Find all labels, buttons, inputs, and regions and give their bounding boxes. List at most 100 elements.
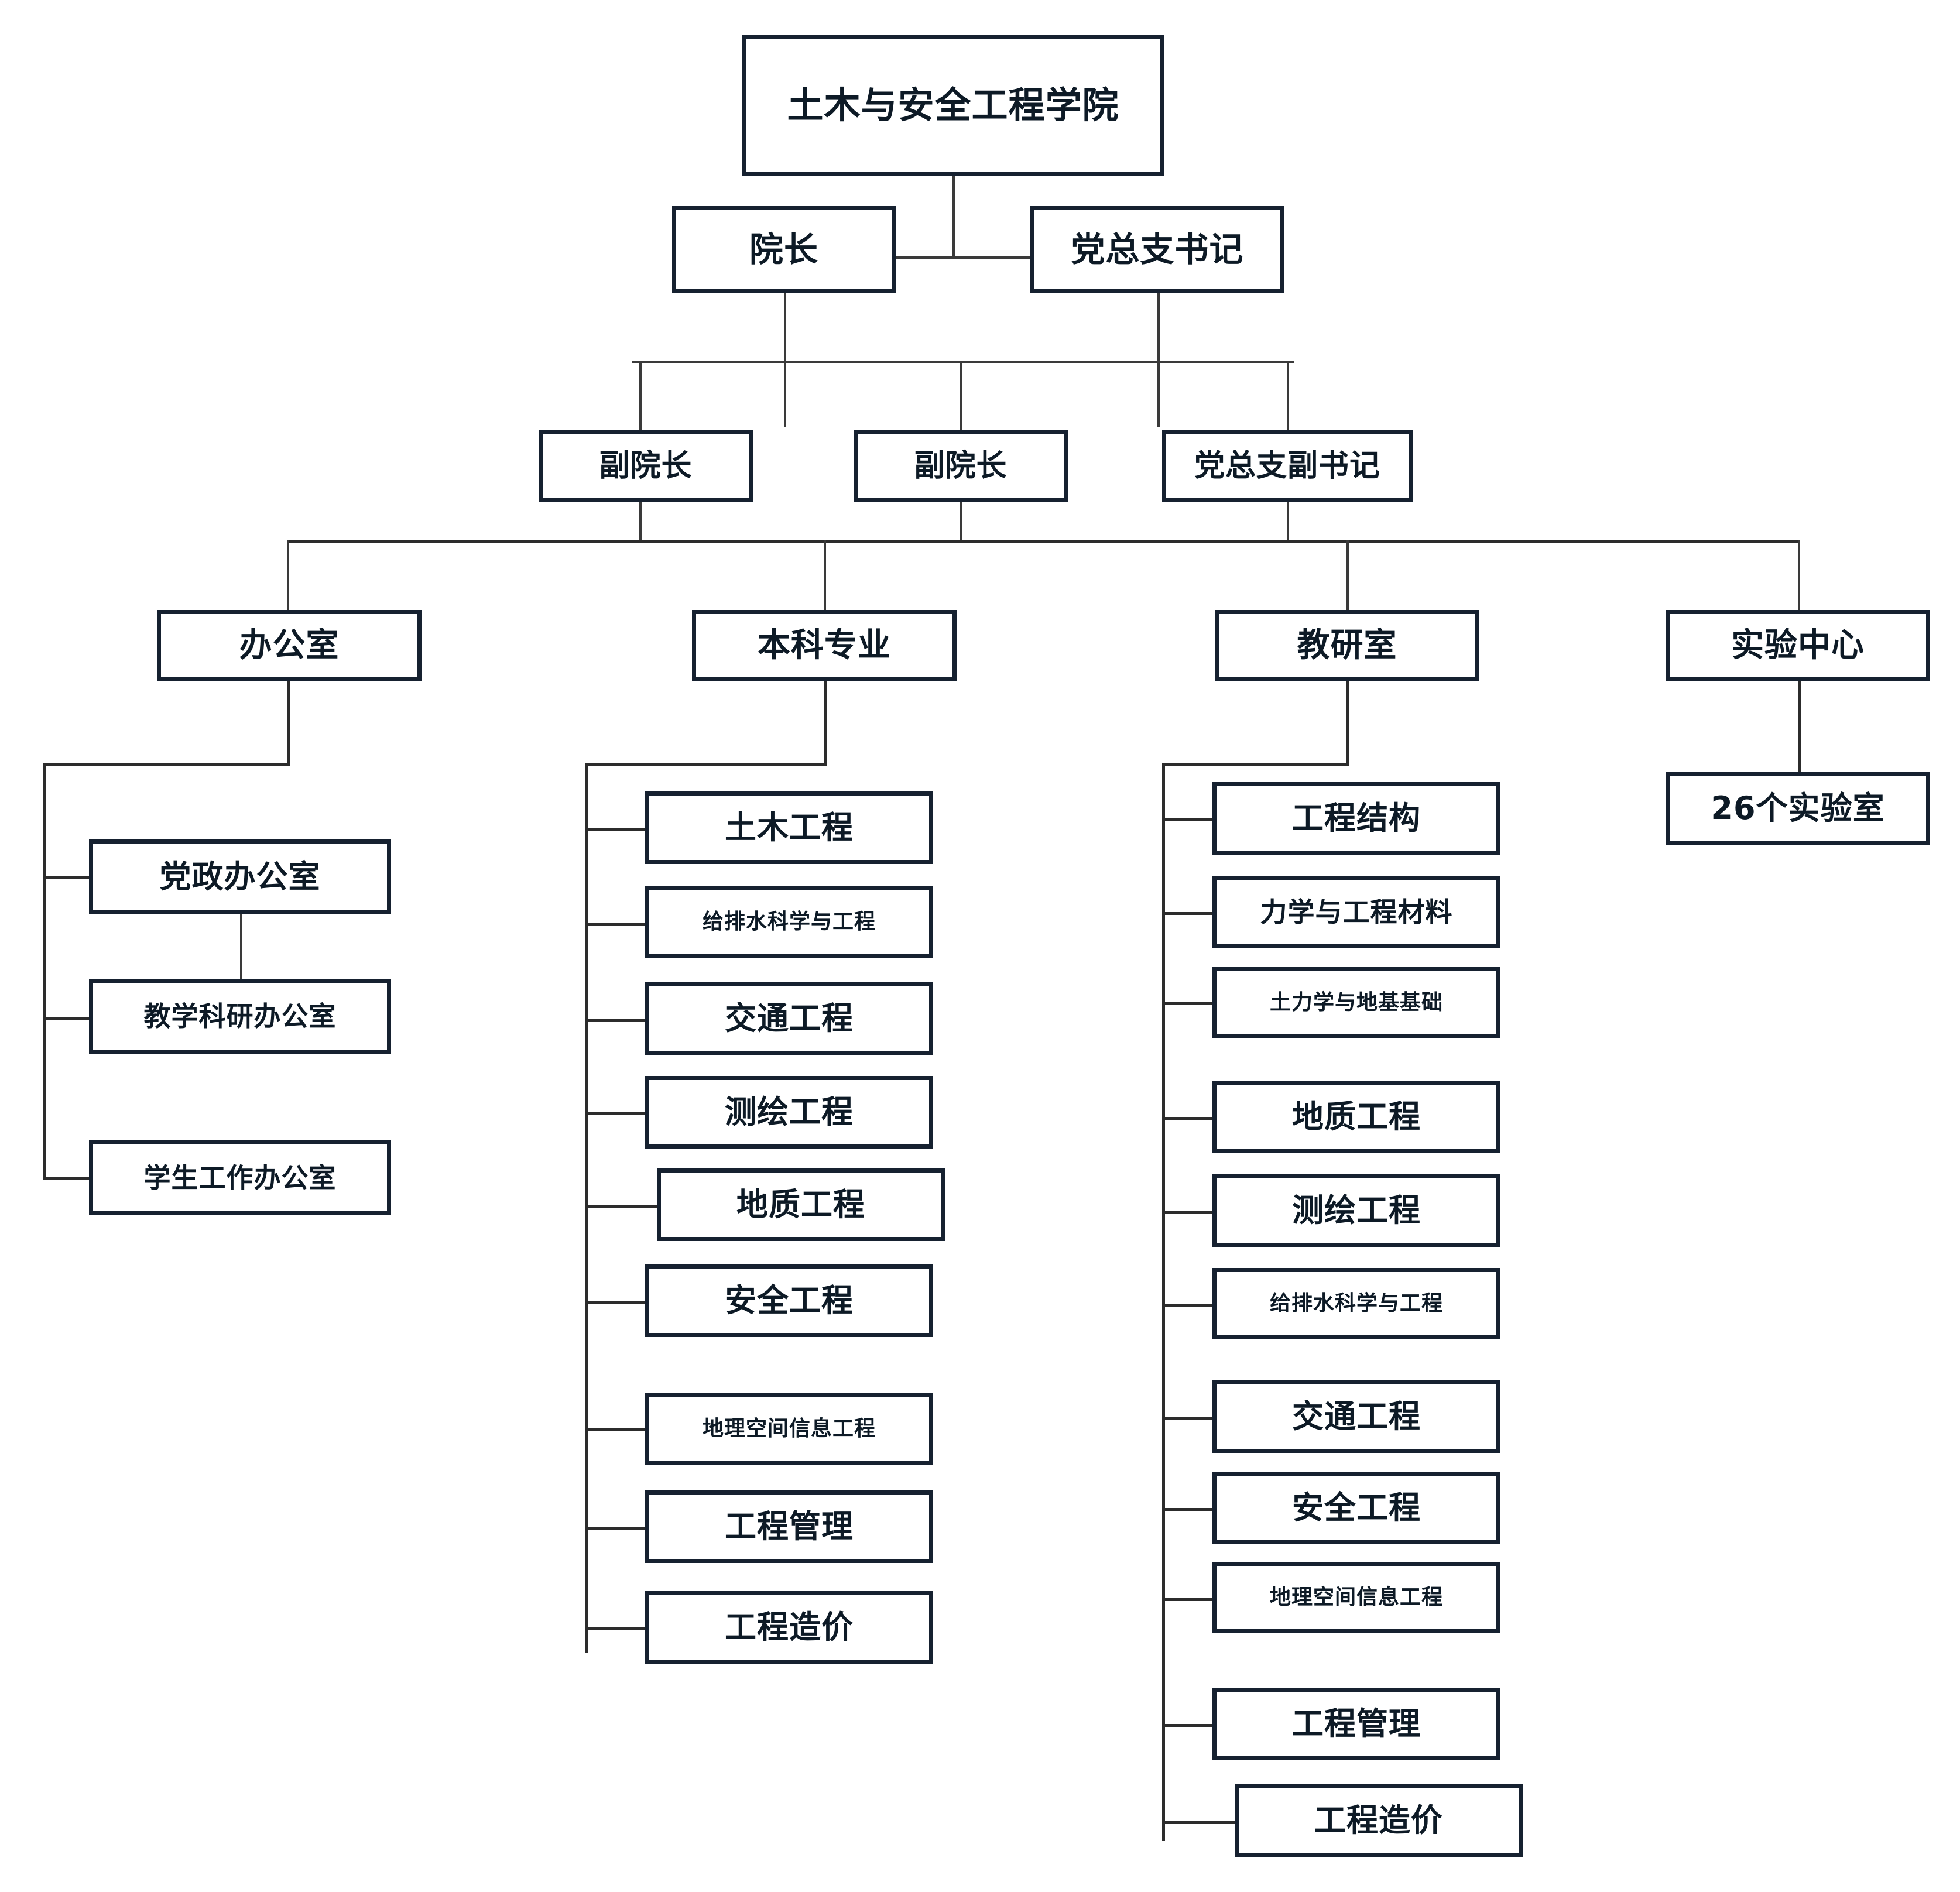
connector-depts-elbow bbox=[1162, 763, 1349, 766]
node-label: 力学与工程材料 bbox=[1260, 896, 1453, 928]
node-major-1[interactable]: 土木工程 bbox=[645, 791, 933, 864]
connector-major-branch-2 bbox=[585, 923, 649, 926]
node-office-child-2[interactable]: 教学科研办公室 bbox=[89, 979, 391, 1054]
connector-major-branch-3 bbox=[585, 1019, 649, 1022]
node-label: 地质工程 bbox=[1292, 1098, 1421, 1135]
node-dept-4[interactable]: 地质工程 bbox=[1212, 1081, 1500, 1153]
connector-office-stem bbox=[287, 681, 290, 765]
node-label: 本科专业 bbox=[758, 626, 891, 664]
node-lab-center[interactable]: 实验中心 bbox=[1666, 610, 1930, 681]
node-root-college[interactable]: 土木与安全工程学院 bbox=[742, 35, 1164, 176]
node-major-2[interactable]: 给排水科学与工程 bbox=[645, 886, 933, 958]
node-dept-8[interactable]: 安全工程 bbox=[1212, 1472, 1500, 1544]
node-label: 教学科研办公室 bbox=[143, 1000, 337, 1032]
connector-lab-stem bbox=[1798, 681, 1801, 772]
connector-lab-up bbox=[1798, 540, 1800, 610]
connector-office-elbow bbox=[43, 763, 290, 766]
connector-major-branch-9 bbox=[585, 1627, 649, 1630]
connector-dept-branch-11 bbox=[1162, 1821, 1238, 1824]
node-label: 实验中心 bbox=[1731, 626, 1865, 664]
node-vice-dean-1[interactable]: 副院长 bbox=[539, 430, 753, 502]
node-dept-7[interactable]: 交通工程 bbox=[1212, 1380, 1500, 1453]
node-vice-dean-2[interactable]: 副院长 bbox=[854, 430, 1068, 502]
connector-majors-elbow bbox=[585, 763, 827, 766]
connector-vicedean2-up bbox=[960, 361, 962, 430]
node-label: 教研室 bbox=[1297, 626, 1397, 664]
node-label: 土木与安全工程学院 bbox=[787, 84, 1119, 127]
node-label: 交通工程 bbox=[1292, 1397, 1421, 1435]
connector-level4-bus bbox=[287, 540, 1800, 543]
connector-dept-branch-1 bbox=[1162, 818, 1216, 821]
node-major-7[interactable]: 地理空间信息工程 bbox=[645, 1393, 933, 1465]
node-label: 土力学与地基基础 bbox=[1269, 990, 1443, 1015]
node-dept-2[interactable]: 力学与工程材料 bbox=[1212, 876, 1500, 948]
node-label: 学生工作办公室 bbox=[143, 1161, 337, 1194]
connector-major-branch-1 bbox=[585, 828, 649, 831]
connector-major-branch-4 bbox=[585, 1112, 649, 1115]
connector-office-up bbox=[287, 540, 289, 610]
node-vice-party-secretary[interactable]: 党总支副书记 bbox=[1162, 430, 1413, 502]
node-dept-9[interactable]: 地理空间信息工程 bbox=[1212, 1562, 1500, 1633]
connector-major-branch-5 bbox=[585, 1205, 660, 1208]
node-label: 工程管理 bbox=[725, 1507, 854, 1545]
connector-dept-branch-2 bbox=[1162, 912, 1216, 915]
node-party-secretary[interactable]: 党总支书记 bbox=[1030, 206, 1284, 293]
node-label: 地理空间信息工程 bbox=[702, 1417, 876, 1441]
connector-root-down bbox=[952, 176, 955, 258]
node-dept-6[interactable]: 给排水科学与工程 bbox=[1212, 1268, 1500, 1339]
node-label: 交通工程 bbox=[725, 999, 854, 1037]
connector-vicesecretary-up bbox=[1287, 361, 1289, 430]
node-dept-1[interactable]: 工程结构 bbox=[1212, 782, 1500, 855]
node-major-4[interactable]: 测绘工程 bbox=[645, 1076, 933, 1149]
connector-depts-up bbox=[1346, 540, 1349, 610]
node-dean[interactable]: 院长 bbox=[672, 206, 896, 293]
connector-dept-branch-6 bbox=[1162, 1304, 1216, 1307]
node-label: 给排水科学与工程 bbox=[1269, 1291, 1443, 1316]
connector-dept-branch-3 bbox=[1162, 1002, 1216, 1005]
node-label: 测绘工程 bbox=[1292, 1191, 1421, 1229]
connector-dept-branch-7 bbox=[1162, 1417, 1216, 1420]
node-label: 工程造价 bbox=[1314, 1801, 1443, 1839]
node-label: 党总支副书记 bbox=[1194, 448, 1380, 484]
node-label: 地质工程 bbox=[736, 1185, 865, 1223]
node-major-8[interactable]: 工程管理 bbox=[645, 1490, 933, 1563]
connector-level3-bus bbox=[632, 361, 1294, 363]
node-lab-child-1[interactable]: 26个实验室 bbox=[1666, 772, 1930, 845]
node-label: 地理空间信息工程 bbox=[1269, 1585, 1443, 1610]
node-label: 26个实验室 bbox=[1711, 789, 1885, 827]
connector-office-trunk bbox=[43, 763, 46, 1180]
node-dept-11[interactable]: 工程造价 bbox=[1235, 1784, 1523, 1857]
node-dept-10[interactable]: 工程管理 bbox=[1212, 1688, 1500, 1760]
connector-vicedean2-down bbox=[960, 502, 962, 542]
node-major-6[interactable]: 安全工程 bbox=[645, 1264, 933, 1337]
node-dept-3[interactable]: 土力学与地基基础 bbox=[1212, 967, 1500, 1038]
node-office[interactable]: 办公室 bbox=[157, 610, 422, 681]
connector-dept-branch-9 bbox=[1162, 1598, 1216, 1601]
connector-dept-branch-10 bbox=[1162, 1724, 1216, 1727]
node-undergrad-programs[interactable]: 本科专业 bbox=[692, 610, 957, 681]
connector-secretary-down bbox=[1157, 293, 1160, 427]
connector-dept-branch-8 bbox=[1162, 1508, 1216, 1511]
connector-major-branch-8 bbox=[585, 1527, 649, 1530]
node-major-9[interactable]: 工程造价 bbox=[645, 1591, 933, 1664]
node-label: 党总支书记 bbox=[1071, 229, 1244, 269]
node-teaching-departments[interactable]: 教研室 bbox=[1215, 610, 1479, 681]
connector-major-branch-6 bbox=[585, 1301, 649, 1304]
node-office-child-3[interactable]: 学生工作办公室 bbox=[89, 1140, 391, 1215]
node-major-3[interactable]: 交通工程 bbox=[645, 982, 933, 1055]
node-label: 副院长 bbox=[599, 448, 693, 484]
node-label: 工程结构 bbox=[1292, 799, 1421, 837]
connector-office-branch-3 bbox=[43, 1177, 92, 1180]
node-label: 安全工程 bbox=[1292, 1489, 1421, 1526]
node-major-5[interactable]: 地质工程 bbox=[657, 1168, 945, 1241]
connector-dept-branch-4 bbox=[1162, 1117, 1216, 1120]
node-label: 给排水科学与工程 bbox=[702, 910, 876, 934]
connector-office-branch-1 bbox=[43, 876, 92, 879]
connector-vicedean1-up bbox=[639, 361, 642, 430]
node-label: 土木工程 bbox=[725, 808, 854, 846]
node-dept-5[interactable]: 测绘工程 bbox=[1212, 1174, 1500, 1247]
connector-dean-down bbox=[784, 293, 786, 427]
node-office-child-1[interactable]: 党政办公室 bbox=[89, 839, 391, 914]
connector-office-internal bbox=[240, 914, 242, 979]
